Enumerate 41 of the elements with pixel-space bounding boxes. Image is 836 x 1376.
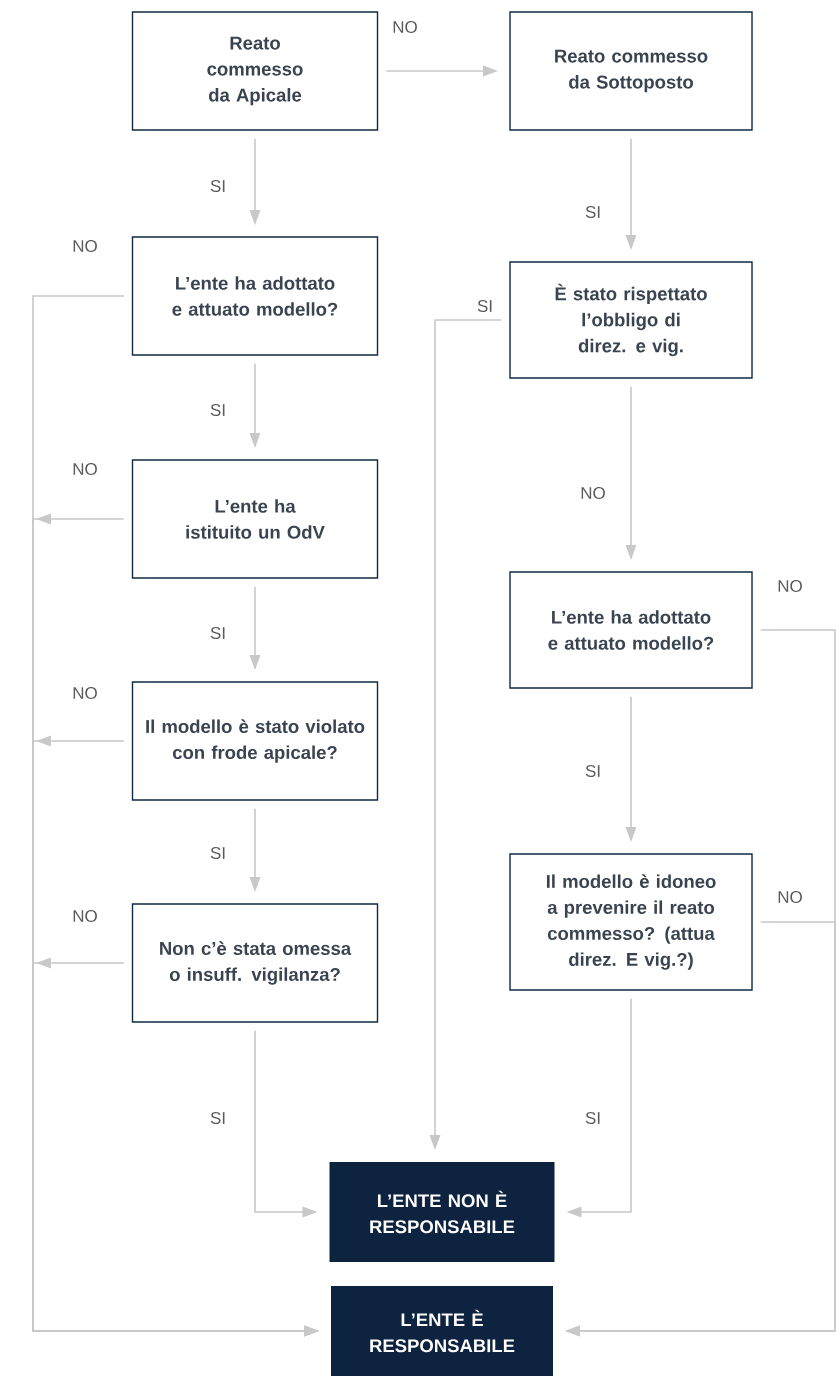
arrow — [249, 807, 261, 892]
edge-label: SI — [477, 300, 492, 313]
edge-label: NO — [778, 891, 802, 904]
decision-box: Reato commesso da Apicale — [131, 11, 379, 131]
edge-label: SI — [585, 1112, 600, 1125]
arrow — [385, 65, 498, 77]
edge-label: NO — [778, 580, 802, 593]
decision-box: È stato rispettato l’obbligo di direz. e vig. — [509, 261, 753, 379]
edge-label: SI — [585, 765, 600, 778]
arrow — [625, 137, 637, 250]
decision-box: L’ente ha istituito un OdV — [131, 459, 379, 579]
edge-label: SI — [210, 180, 225, 193]
decision-box: L’ente ha adottato e attuato modello? — [131, 236, 379, 356]
edge-label: NO — [73, 910, 97, 923]
result-box: L’ENTE È RESPONSABILE — [331, 1286, 553, 1376]
edge-label: NO — [73, 240, 97, 253]
arrow — [429, 319, 503, 1150]
arrow — [249, 362, 261, 448]
arrow — [565, 921, 836, 1337]
arrow — [625, 695, 637, 842]
result-box: L’ENTE NON È RESPONSABILE — [329, 1162, 555, 1262]
arrow — [249, 585, 261, 670]
arrow — [32, 957, 319, 1337]
edge-label: SI — [210, 1112, 225, 1125]
arrow — [249, 137, 261, 225]
arrow — [566, 997, 632, 1218]
edge-label: SI — [210, 627, 225, 640]
edge-label: SI — [210, 404, 225, 417]
arrow — [625, 385, 637, 560]
edge-label: NO — [393, 21, 417, 34]
arrow — [254, 1029, 318, 1218]
edge-label: SI — [210, 847, 225, 860]
edge-label: NO — [73, 687, 97, 700]
edge-label: NO — [581, 487, 605, 500]
edge-label: SI — [585, 206, 600, 219]
edge-label: NO — [73, 463, 97, 476]
decision-box: Reato commesso da Sottoposto — [509, 11, 753, 131]
decision-box: L’ente ha adottato e attuato modello? — [509, 571, 753, 689]
decision-box: Il modello è stato violato con frode apicale? — [131, 681, 379, 801]
decision-box: Non c’è stata omessa o insuff. vigilanza? — [131, 903, 379, 1023]
decision-box: Il modello è idoneo a prevenire il reato commesso? (attua direz. E vig.?) — [509, 853, 753, 991]
